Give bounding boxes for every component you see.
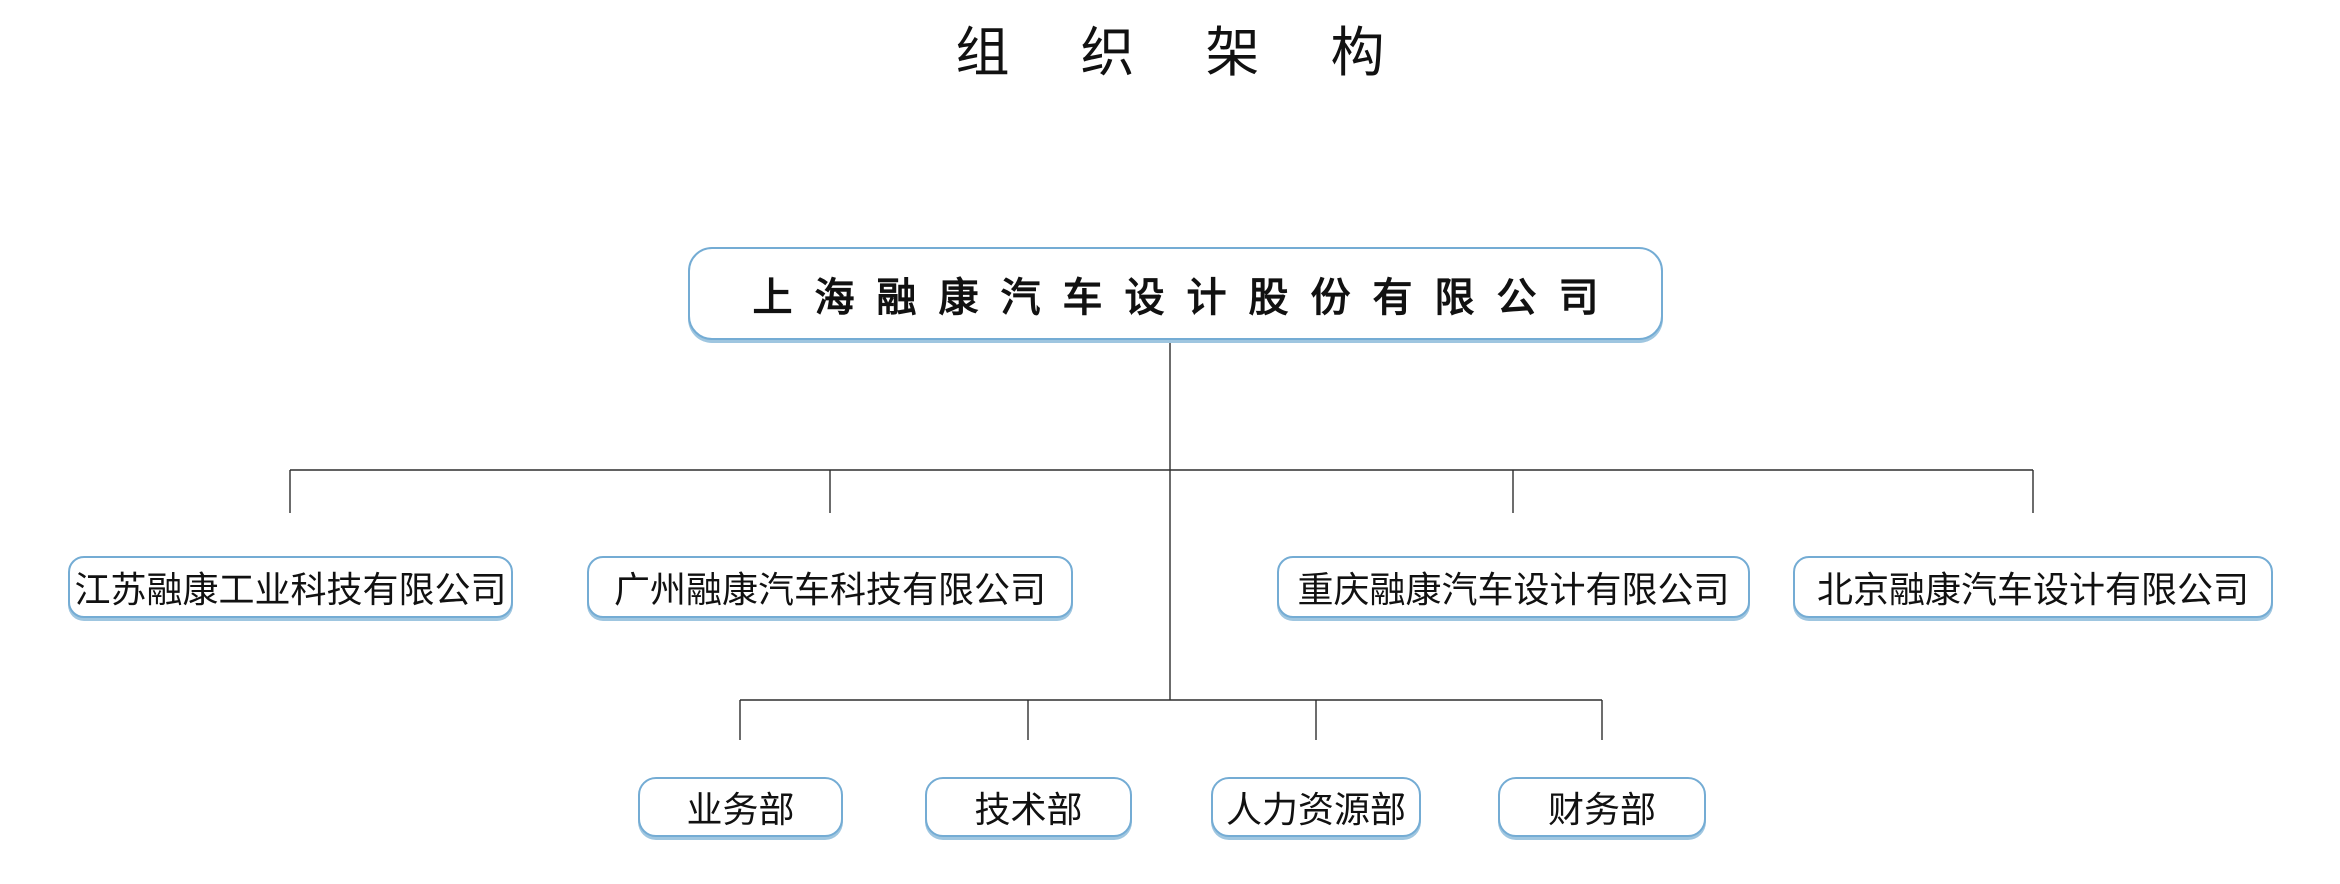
org-node-label: 财务部 (1547, 789, 1656, 830)
org-node-label: 重庆融康汽车设计有限公司 (1297, 569, 1730, 610)
page-title: 组 织 架 构 (955, 23, 1413, 83)
org-node-label: 技术部 (974, 789, 1083, 830)
org-node-department-finance[interactable]: 财务部 (1498, 777, 1706, 837)
org-node-department-technology[interactable]: 技术部 (925, 777, 1132, 837)
org-node-subsidiary-beijing[interactable]: 北京融康汽车设计有限公司 (1793, 556, 2273, 618)
org-node-label: 广州融康汽车科技有限公司 (613, 569, 1046, 610)
org-node-label: 北京融康汽车设计有限公司 (1816, 569, 2249, 610)
org-node-root-label: 上海融康汽车设计股份有限公司 (752, 275, 1621, 320)
org-node-label: 人力资源部 (1225, 789, 1406, 830)
org-node-root[interactable]: 上海融康汽车设计股份有限公司 (688, 247, 1663, 340)
org-node-label: 业务部 (686, 789, 795, 830)
org-node-department-hr[interactable]: 人力资源部 (1211, 777, 1421, 837)
org-node-label: 江苏融康工业科技有限公司 (74, 569, 507, 610)
org-node-subsidiary-guangzhou[interactable]: 广州融康汽车科技有限公司 (587, 556, 1073, 618)
org-node-department-business[interactable]: 业务部 (638, 777, 843, 837)
org-node-subsidiary-jiangsu[interactable]: 江苏融康工业科技有限公司 (68, 556, 513, 618)
org-node-subsidiary-chongqing[interactable]: 重庆融康汽车设计有限公司 (1277, 556, 1750, 618)
